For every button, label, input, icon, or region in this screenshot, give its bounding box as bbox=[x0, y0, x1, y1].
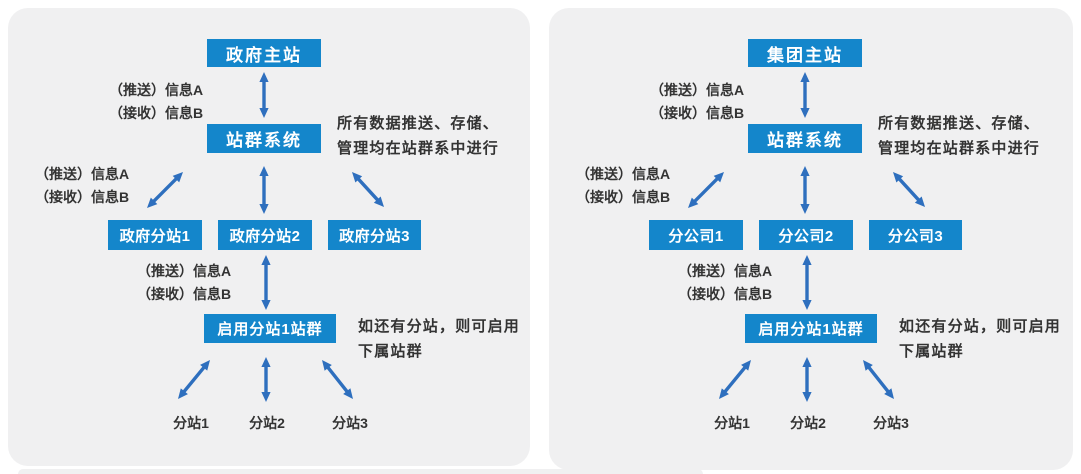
exchange-label-mid: （推送）信息A （接收）信息B bbox=[35, 163, 129, 209]
leaf-site-label-1: 分站1 bbox=[714, 415, 750, 431]
node-enable-subcluster: 启用分站1站群 bbox=[745, 314, 877, 343]
node-subsite-3: 分公司3 bbox=[869, 220, 962, 250]
cluster-note-line: 管理均在站群系中进行 bbox=[878, 140, 1041, 157]
exchange-line-receive: （接收）信息B bbox=[678, 286, 773, 302]
exchange-line-push: （推送）信息A bbox=[137, 263, 232, 279]
exchange-label-bottom: （推送）信息A （接收）信息B bbox=[678, 260, 772, 306]
enable-note: 如还有分站，则可启用 下属站群 bbox=[899, 314, 1061, 364]
exchange-line-receive: （接收）信息B bbox=[576, 189, 671, 205]
exchange-line-push: （推送）信息A bbox=[678, 263, 773, 279]
node-main-site: 政府主站 bbox=[207, 39, 321, 67]
next-section-sliver bbox=[18, 469, 703, 474]
cluster-note-line: 所有数据推送、存储、 bbox=[878, 115, 1041, 132]
cluster-note: 所有数据推送、存储、 管理均在站群系中进行 bbox=[878, 111, 1040, 161]
node-cluster-system: 站群系统 bbox=[207, 124, 321, 153]
exchange-line-receive: （接收）信息B bbox=[109, 105, 204, 121]
leaf-site-label-3: 分站3 bbox=[332, 415, 368, 431]
cluster-note-line: 所有数据推送、存储、 bbox=[337, 115, 500, 132]
exchange-line-push: （推送）信息A bbox=[35, 166, 130, 182]
node-subsite-1: 政府分站1 bbox=[108, 220, 202, 250]
leaf-site-label-2: 分站2 bbox=[790, 415, 826, 431]
node-subsite-2: 政府分站2 bbox=[218, 220, 312, 250]
enable-note-line: 下属站群 bbox=[358, 343, 423, 360]
node-cluster-system: 站群系统 bbox=[748, 124, 862, 153]
exchange-line-push: （推送）信息A bbox=[576, 166, 671, 182]
exchange-label-top: （推送）信息A （接收）信息B bbox=[109, 79, 203, 125]
leaf-site-label-1: 分站1 bbox=[173, 415, 209, 431]
exchange-label-top: （推送）信息A （接收）信息B bbox=[650, 79, 744, 125]
leaf-site-label-3: 分站3 bbox=[873, 415, 909, 431]
leaf-site-label-2: 分站2 bbox=[249, 415, 285, 431]
exchange-line-receive: （接收）信息B bbox=[650, 105, 745, 121]
diagram-panel-government: 政府主站 （推送）信息A （接收）信息B 站群系统 所有数据推送、存储、 管理均… bbox=[8, 8, 530, 466]
diagram-panel-corporate: 集团主站 （推送）信息A （接收）信息B 站群系统 所有数据推送、存储、 管理均… bbox=[549, 8, 1073, 470]
node-main-site: 集团主站 bbox=[748, 39, 862, 67]
node-subsite-1: 分公司1 bbox=[649, 220, 743, 250]
node-subsite-2: 分公司2 bbox=[759, 220, 853, 250]
node-subsite-3: 政府分站3 bbox=[328, 220, 421, 250]
cluster-note-line: 管理均在站群系中进行 bbox=[337, 140, 500, 157]
exchange-line-push: （推送）信息A bbox=[109, 82, 204, 98]
enable-note-line: 如还有分站，则可启用 bbox=[899, 318, 1062, 335]
enable-note-line: 如还有分站，则可启用 bbox=[358, 318, 521, 335]
exchange-label-bottom: （推送）信息A （接收）信息B bbox=[137, 260, 231, 306]
exchange-line-receive: （接收）信息B bbox=[137, 286, 232, 302]
exchange-line-receive: （接收）信息B bbox=[35, 189, 130, 205]
exchange-line-push: （推送）信息A bbox=[650, 82, 745, 98]
exchange-label-mid: （推送）信息A （接收）信息B bbox=[576, 163, 670, 209]
node-enable-subcluster: 启用分站1站群 bbox=[204, 314, 336, 343]
enable-note: 如还有分站，则可启用 下属站群 bbox=[358, 314, 520, 364]
cluster-note: 所有数据推送、存储、 管理均在站群系中进行 bbox=[337, 111, 499, 161]
enable-note-line: 下属站群 bbox=[899, 343, 964, 360]
